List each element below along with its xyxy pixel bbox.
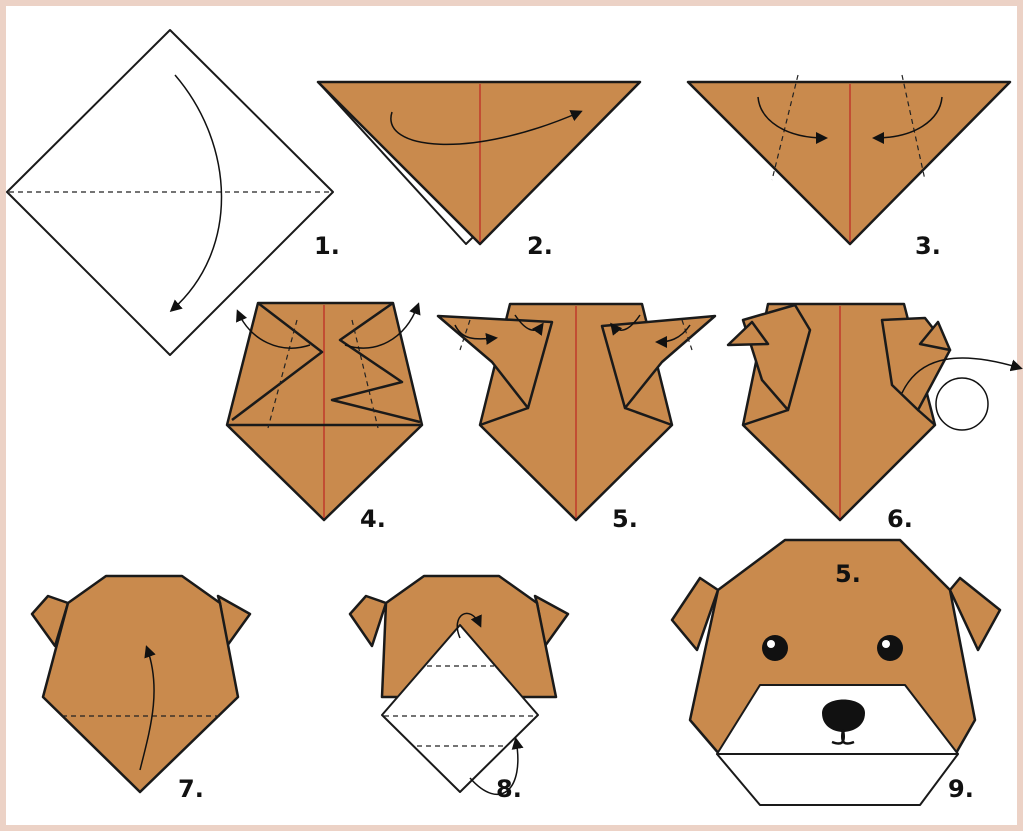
step-2-figure [318,82,640,244]
step-6-label: 6. [887,505,913,533]
bear-chin [717,754,958,805]
step-3-figure [688,75,1010,244]
step-5-figure [438,304,715,520]
step-3-label: 3. [915,232,941,260]
step-4-label: 4. [360,505,386,533]
step-9-mark: 5. [835,560,861,588]
step-6-figure [728,304,1020,520]
step-8-figure [350,576,568,794]
step-2-label: 2. [527,232,553,260]
step-7-label: 7. [178,775,204,803]
step-8-label: 8. [496,775,522,803]
step-7-figure [32,576,250,792]
step-9-label: 9. [948,775,974,803]
step-5-label: 5. [612,505,638,533]
step-1-label: 1. [314,232,340,260]
step-4-figure [227,303,422,520]
bear-left-eye [762,635,788,661]
bear-right-eye [877,635,903,661]
